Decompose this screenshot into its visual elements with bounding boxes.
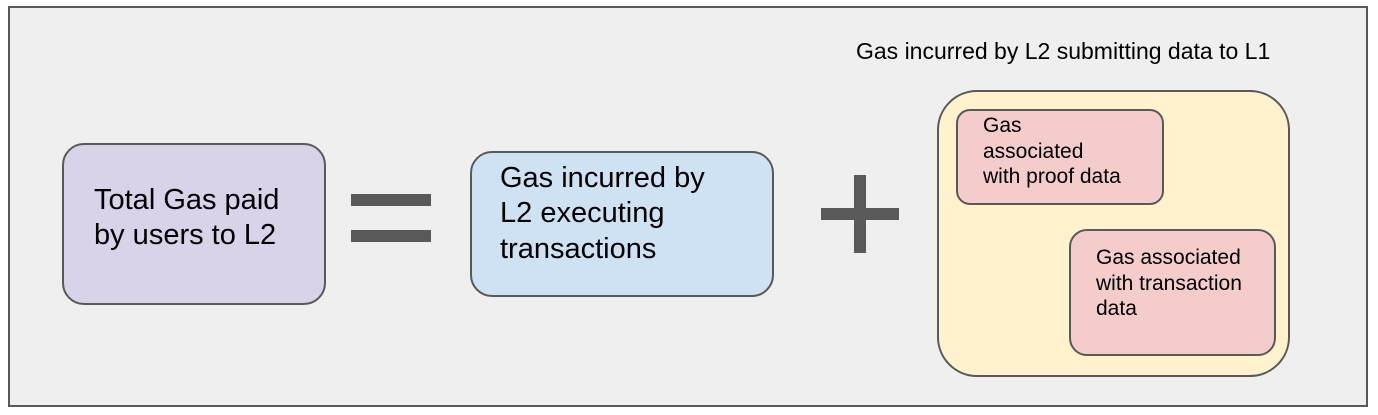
execution-gas-box: Gas incurred by L2 executing transaction… bbox=[470, 151, 774, 297]
equals-icon bbox=[351, 194, 431, 242]
equals-bar-bottom bbox=[351, 230, 431, 242]
total-gas-line-2: by users to L2 bbox=[94, 219, 277, 252]
plus-icon bbox=[821, 175, 899, 253]
diagram-frame: Total Gas paid by users to L2 Gas incurr… bbox=[8, 6, 1368, 407]
transaction-data-box: Gas associated with transaction data bbox=[1069, 229, 1276, 356]
equals-bar-top bbox=[351, 194, 431, 206]
transaction-data-line-2: with transaction bbox=[1096, 271, 1242, 295]
execution-gas-line-1: Gas incurred by bbox=[500, 162, 705, 194]
total-gas-line-1: Total Gas paid bbox=[94, 184, 280, 216]
proof-data-box: Gas associated with proof data bbox=[956, 109, 1164, 205]
total-gas-box: Total Gas paid by users to L2 bbox=[62, 143, 326, 305]
execution-gas-line-2: L2 executing bbox=[500, 197, 665, 230]
execution-gas-line-3: transactions bbox=[500, 232, 657, 265]
l1-group-label: Gas incurred by L2 submitting data to L1 bbox=[856, 38, 1271, 64]
l1-data-container: Gas associated with proof data Gas assoc… bbox=[937, 90, 1290, 377]
plus-bar-vertical bbox=[854, 175, 866, 253]
proof-data-line-3: with proof data bbox=[983, 165, 1121, 189]
transaction-data-line-3: data bbox=[1096, 297, 1137, 321]
transaction-data-line-1: Gas associated bbox=[1096, 246, 1241, 269]
proof-data-line-1: Gas bbox=[983, 114, 1022, 137]
proof-data-line-2: associated bbox=[983, 139, 1084, 163]
